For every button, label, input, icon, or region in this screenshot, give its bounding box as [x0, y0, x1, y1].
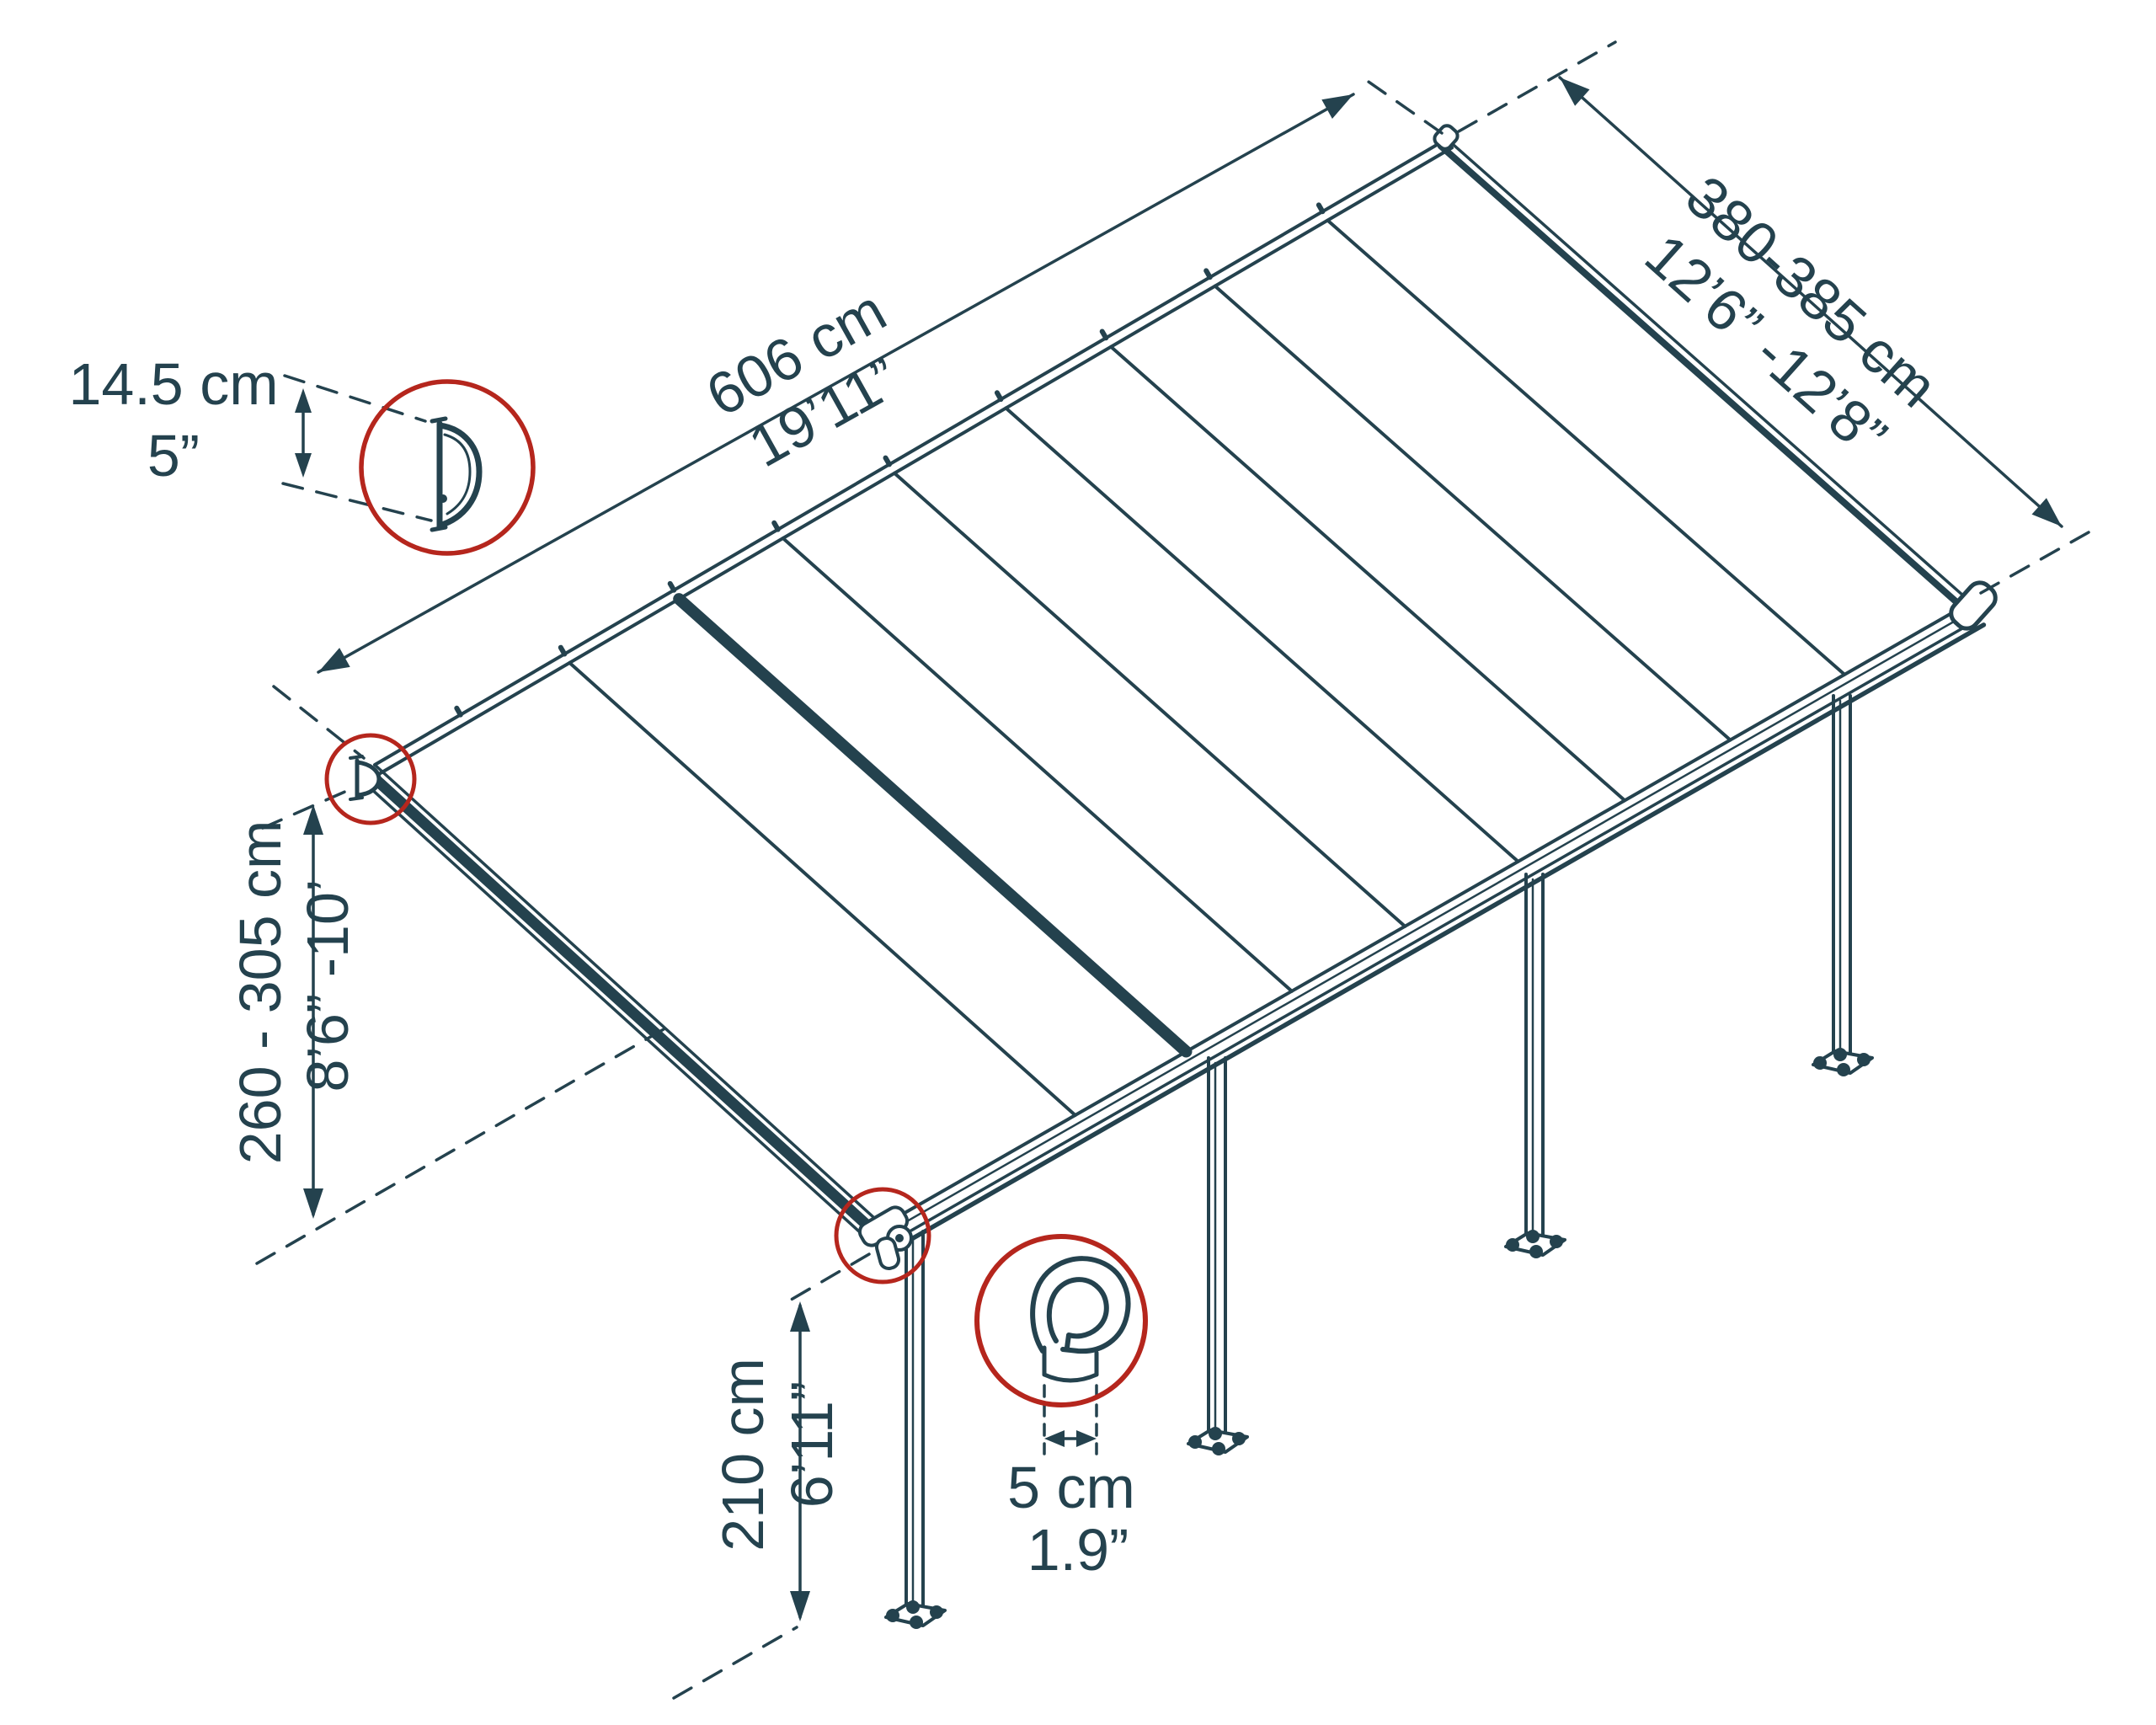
projection-line [281, 482, 433, 522]
arrowhead-icon [303, 1188, 323, 1219]
panel-line [1326, 218, 1847, 676]
post-foot [884, 1600, 947, 1629]
wall-ground-line [255, 1028, 665, 1265]
left-side-beam [360, 763, 884, 1242]
ground-line [672, 1626, 798, 1700]
dimension-line [317, 93, 1355, 674]
gutter-beam [881, 601, 1987, 1251]
post-width-metric-label: 5 cm [1007, 1455, 1135, 1520]
arrowhead-icon [1076, 1430, 1097, 1447]
wall-bar-screws [454, 202, 1326, 718]
post-foot [1812, 1048, 1874, 1076]
post-foot [1504, 1230, 1566, 1258]
dimension-profile-height: 14.5 cm 5” [69, 351, 433, 522]
corner-fittings [857, 124, 1998, 1270]
arrowhead-icon [295, 388, 312, 413]
panel-line [893, 471, 1407, 928]
profile-height-metric-label: 14.5 cm [69, 351, 279, 417]
dimension-post-width: 5 cm 1.9” [1007, 1384, 1135, 1583]
post-width-imperial-label: 1.9” [1027, 1517, 1129, 1583]
projection-line [283, 374, 427, 423]
roof [360, 137, 1987, 1251]
post-profile-detail-circle [974, 1234, 1148, 1407]
wall-profile-d-section [430, 416, 483, 532]
roof-panel-lines [568, 218, 1847, 1117]
arrowhead-icon [1044, 1430, 1065, 1447]
wall-bracket-mini-profile [349, 755, 382, 801]
wall-profile-detail-circle [359, 379, 536, 556]
panel-line [1213, 284, 1732, 742]
arrowhead-icon [2031, 498, 2062, 526]
extension-line [1979, 531, 2090, 595]
arrowhead-icon [295, 453, 312, 478]
post-height-imperial-label: 6’11” [779, 1381, 845, 1508]
wall-bracket-callout-circle [324, 733, 417, 825]
post-foot [1187, 1427, 1249, 1455]
arrowhead-icon [303, 804, 323, 835]
extension-line [787, 1252, 871, 1303]
roof-connecting-profile-stripe [673, 593, 1193, 1058]
post-height-metric-label: 210 cm [710, 1358, 776, 1551]
wall-bar-top-edge [373, 137, 1449, 766]
arrowhead-icon [1560, 77, 1590, 106]
panel-line [1109, 344, 1627, 803]
dimension-post-height: 210 cm 6’11” [672, 1252, 871, 1700]
detail-callouts [324, 379, 1148, 1407]
dimension-clearance: 260 - 305 cm 8’6” -10’ [227, 788, 665, 1265]
post-2 [1187, 1056, 1249, 1455]
extension-line [272, 685, 366, 760]
wall-profile-bar [373, 137, 1454, 776]
panel-line [568, 660, 1077, 1117]
extension-line [261, 788, 350, 830]
arrowhead-icon [790, 1591, 810, 1621]
dimension-length: 606 cm 19’11” [272, 72, 1444, 760]
arrowhead-icon [790, 1301, 810, 1332]
post-4 [1812, 694, 1874, 1076]
gutter-corner-bracket [857, 1205, 913, 1270]
arrowhead-icon [318, 648, 350, 672]
profile-height-imperial-label: 5” [147, 423, 200, 489]
post-profile-section [1030, 1256, 1131, 1383]
right-side-beam [1437, 137, 1972, 613]
dimension-depth: 380-385 cm 12’6” -12’8” [1457, 40, 2090, 595]
extension-line [1457, 40, 1617, 133]
posts [884, 694, 1874, 1629]
panel-line [1004, 406, 1520, 863]
arrowhead-icon [1321, 94, 1353, 119]
clearance-metric-label: 260 - 305 cm [227, 820, 293, 1165]
post-3 [1504, 873, 1566, 1258]
wall-bar-bottom-edge [378, 146, 1454, 776]
dimension-line [1558, 76, 2063, 528]
gutter-corner-callout-circle [834, 1187, 931, 1284]
extension-line [1356, 72, 1444, 135]
post-1 [884, 1230, 947, 1629]
clearance-imperial-label: 8’6” -10’ [295, 879, 360, 1092]
panel-line [781, 537, 1294, 993]
